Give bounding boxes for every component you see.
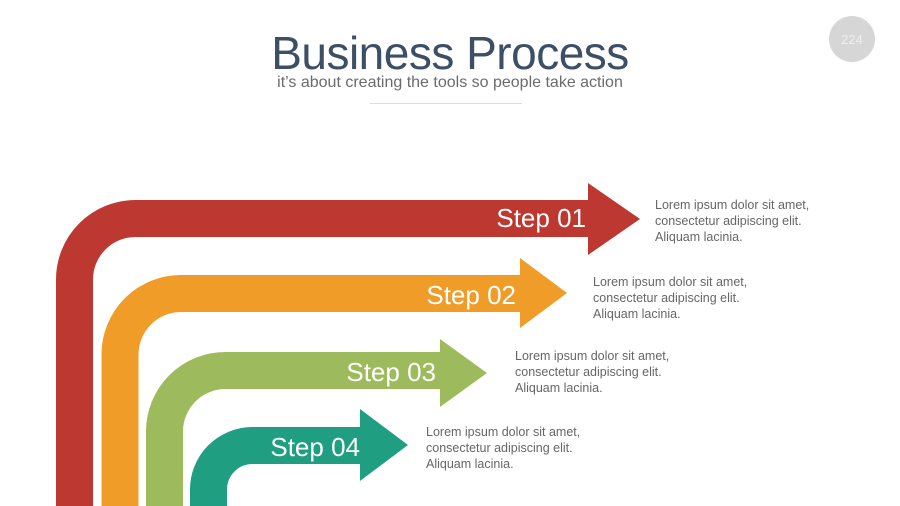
desc-line: consectetur adipiscing elit.	[593, 291, 740, 305]
desc-line: Aliquam lacinia.	[655, 230, 743, 244]
arrow-step-4	[190, 409, 408, 506]
step-3-label: Step 03	[346, 357, 436, 387]
step-4-label: Step 04	[270, 432, 360, 462]
desc-line: Lorem ipsum dolor sit amet,	[593, 275, 748, 289]
arrow-step-3	[146, 339, 487, 506]
desc-line: consectetur adipiscing elit.	[426, 441, 573, 455]
step-3-description: Lorem ipsum dolor sit amet, consectetur …	[515, 348, 669, 396]
desc-line: consectetur adipiscing elit.	[655, 214, 802, 228]
step-2-label: Step 02	[426, 280, 516, 310]
step-1-label: Step 01	[496, 203, 586, 233]
arrow-step-2	[101, 258, 567, 506]
page-title: Business Process	[271, 27, 629, 79]
desc-line: Aliquam lacinia.	[426, 457, 514, 471]
desc-line: Lorem ipsum dolor sit amet,	[515, 349, 670, 363]
page-subtitle: it’s about creating the tools so people …	[277, 74, 623, 91]
step-2-description: Lorem ipsum dolor sit amet, consectetur …	[593, 274, 747, 322]
step-4-description: Lorem ipsum dolor sit amet, consectetur …	[426, 424, 580, 472]
page-number-badge: 224	[829, 16, 875, 62]
desc-line: consectetur adipiscing elit.	[515, 365, 662, 379]
desc-line: Lorem ipsum dolor sit amet,	[426, 425, 581, 439]
desc-line: Aliquam lacinia.	[515, 381, 603, 395]
step-1-description: Lorem ipsum dolor sit amet, consectetur …	[655, 197, 809, 245]
desc-line: Aliquam lacinia.	[593, 307, 681, 321]
arrow-step-1	[55, 183, 640, 506]
desc-line: Lorem ipsum dolor sit amet,	[655, 198, 810, 212]
divider	[370, 103, 522, 104]
